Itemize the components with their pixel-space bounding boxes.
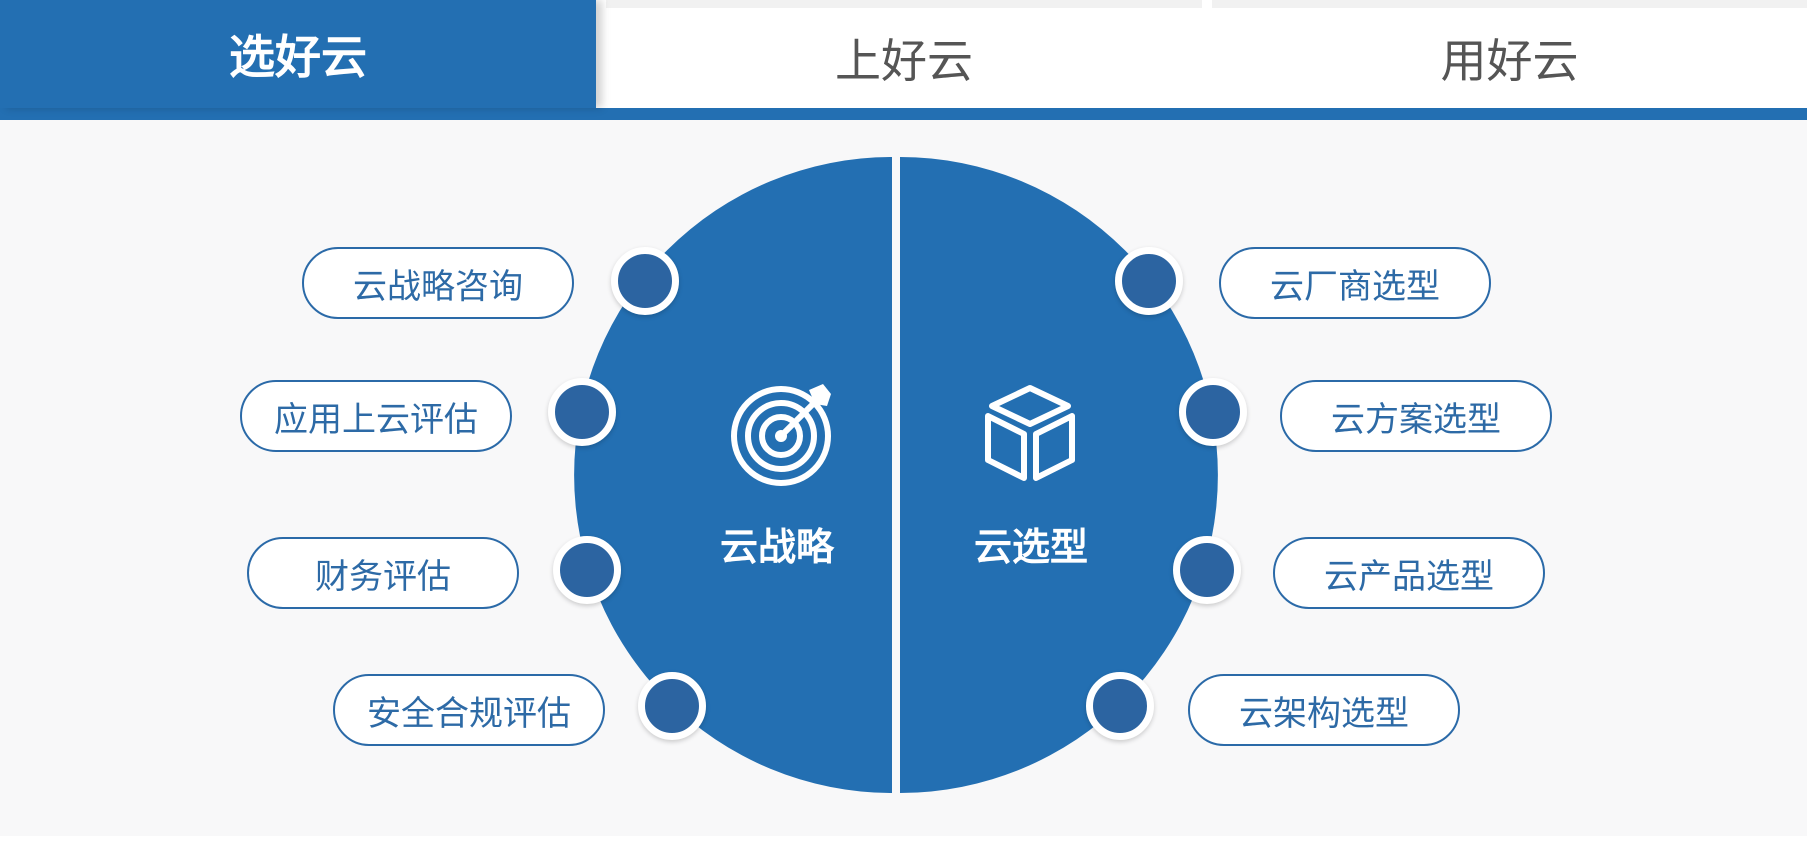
pill-label: 财务评估	[315, 556, 451, 597]
tab-use-cloud[interactable]: 用好云	[1212, 0, 1807, 108]
pill-label: 云厂商选型	[1270, 266, 1440, 307]
tab-label: 用好云	[1440, 34, 1579, 88]
item-app-migration-assessment[interactable]: 应用上云评估	[240, 380, 512, 452]
tab-label: 上好云	[835, 34, 973, 88]
item-cloud-architecture-selection[interactable]: 云架构选型	[1188, 674, 1460, 746]
connector-dot	[611, 247, 679, 315]
item-cloud-vendor-selection[interactable]: 云厂商选型	[1219, 247, 1491, 319]
right-half-title: 云选型	[973, 525, 1088, 569]
connector-dot	[1086, 672, 1154, 740]
item-security-compliance-assessment[interactable]: 安全合规评估	[333, 674, 605, 746]
tab-label: 选好云	[229, 30, 367, 84]
right-half-circle	[900, 157, 1218, 793]
target-arrow-icon	[731, 384, 831, 486]
tab-underline	[0, 108, 1807, 120]
pill-label: 云方案选型	[1331, 399, 1501, 440]
connector-dot	[1173, 536, 1241, 604]
pill-label: 云架构选型	[1239, 693, 1409, 734]
pill-label: 应用上云评估	[274, 399, 478, 440]
left-half-title: 云战略	[719, 525, 834, 569]
pill-label: 云战略咨询	[353, 266, 523, 307]
tab-migrate-cloud[interactable]: 上好云	[606, 0, 1202, 108]
left-half-circle	[574, 157, 892, 793]
pill-label: 云产品选型	[1324, 556, 1494, 597]
connector-dot	[1179, 378, 1247, 446]
item-financial-assessment[interactable]: 财务评估	[247, 537, 519, 609]
item-cloud-product-selection[interactable]: 云产品选型	[1273, 537, 1545, 609]
item-cloud-solution-selection[interactable]: 云方案选型	[1280, 380, 1552, 452]
connector-dot	[553, 536, 621, 604]
item-cloud-strategy-consulting[interactable]: 云战略咨询	[302, 247, 574, 319]
cube-icon	[985, 385, 1075, 481]
connector-dot	[1115, 247, 1183, 315]
pill-label: 安全合规评估	[367, 693, 571, 734]
connector-dot	[548, 378, 616, 446]
tab-select-cloud[interactable]: 选好云	[0, 0, 596, 108]
connector-dot	[638, 672, 706, 740]
